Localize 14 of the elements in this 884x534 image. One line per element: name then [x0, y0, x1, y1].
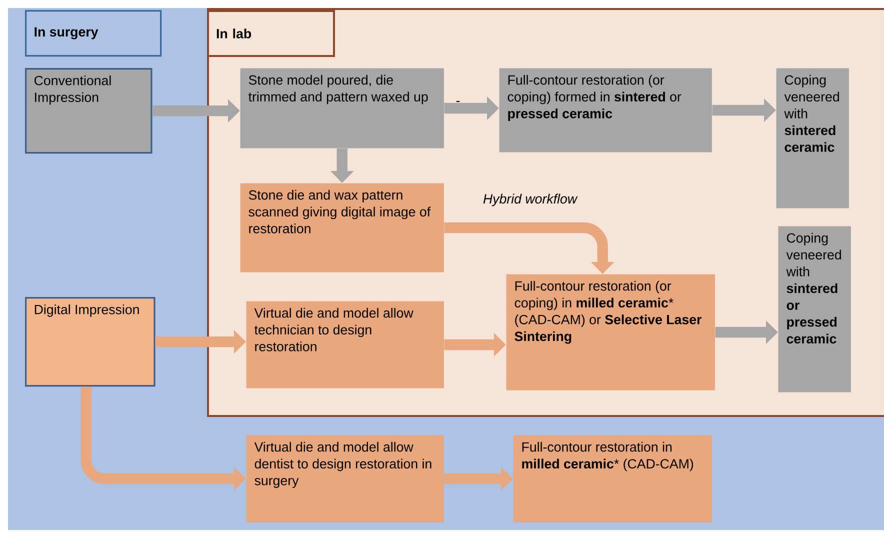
- label-text: -: [456, 100, 460, 102]
- process-box: Full-contour restoration in milled ceramic* (CAD-CAM): [513, 435, 712, 522]
- process-box: Full-contour restoration (or coping) formed in sintered or pressed ceramic: [499, 68, 712, 152]
- edge-label: Hybrid workflow: [482, 192, 578, 208]
- process-box: Stone die and wax pattern scanned giving digital image of restoration: [240, 183, 444, 272]
- process-box: Digital Impression: [25, 297, 156, 387]
- process-box: Virtual die and model allow technician to design restoration: [246, 301, 444, 388]
- process-box: Coping veneered with sintered ceramic: [776, 68, 849, 208]
- process-box: Conventional Impression: [25, 68, 152, 154]
- section-header: In surgery: [25, 10, 162, 57]
- process-box: Virtual die and model allow dentist to design restoration in surgery: [246, 435, 444, 522]
- process-box: Full-contour restoration (or coping) in milled ceramic* (CAD-CAM) or Selective Laser Sintering: [506, 274, 715, 390]
- process-box: Stone model poured, die trimmed and pattern waxed up: [240, 68, 444, 148]
- process-box: Coping veneered with sintered or pressed ceramic: [778, 226, 851, 392]
